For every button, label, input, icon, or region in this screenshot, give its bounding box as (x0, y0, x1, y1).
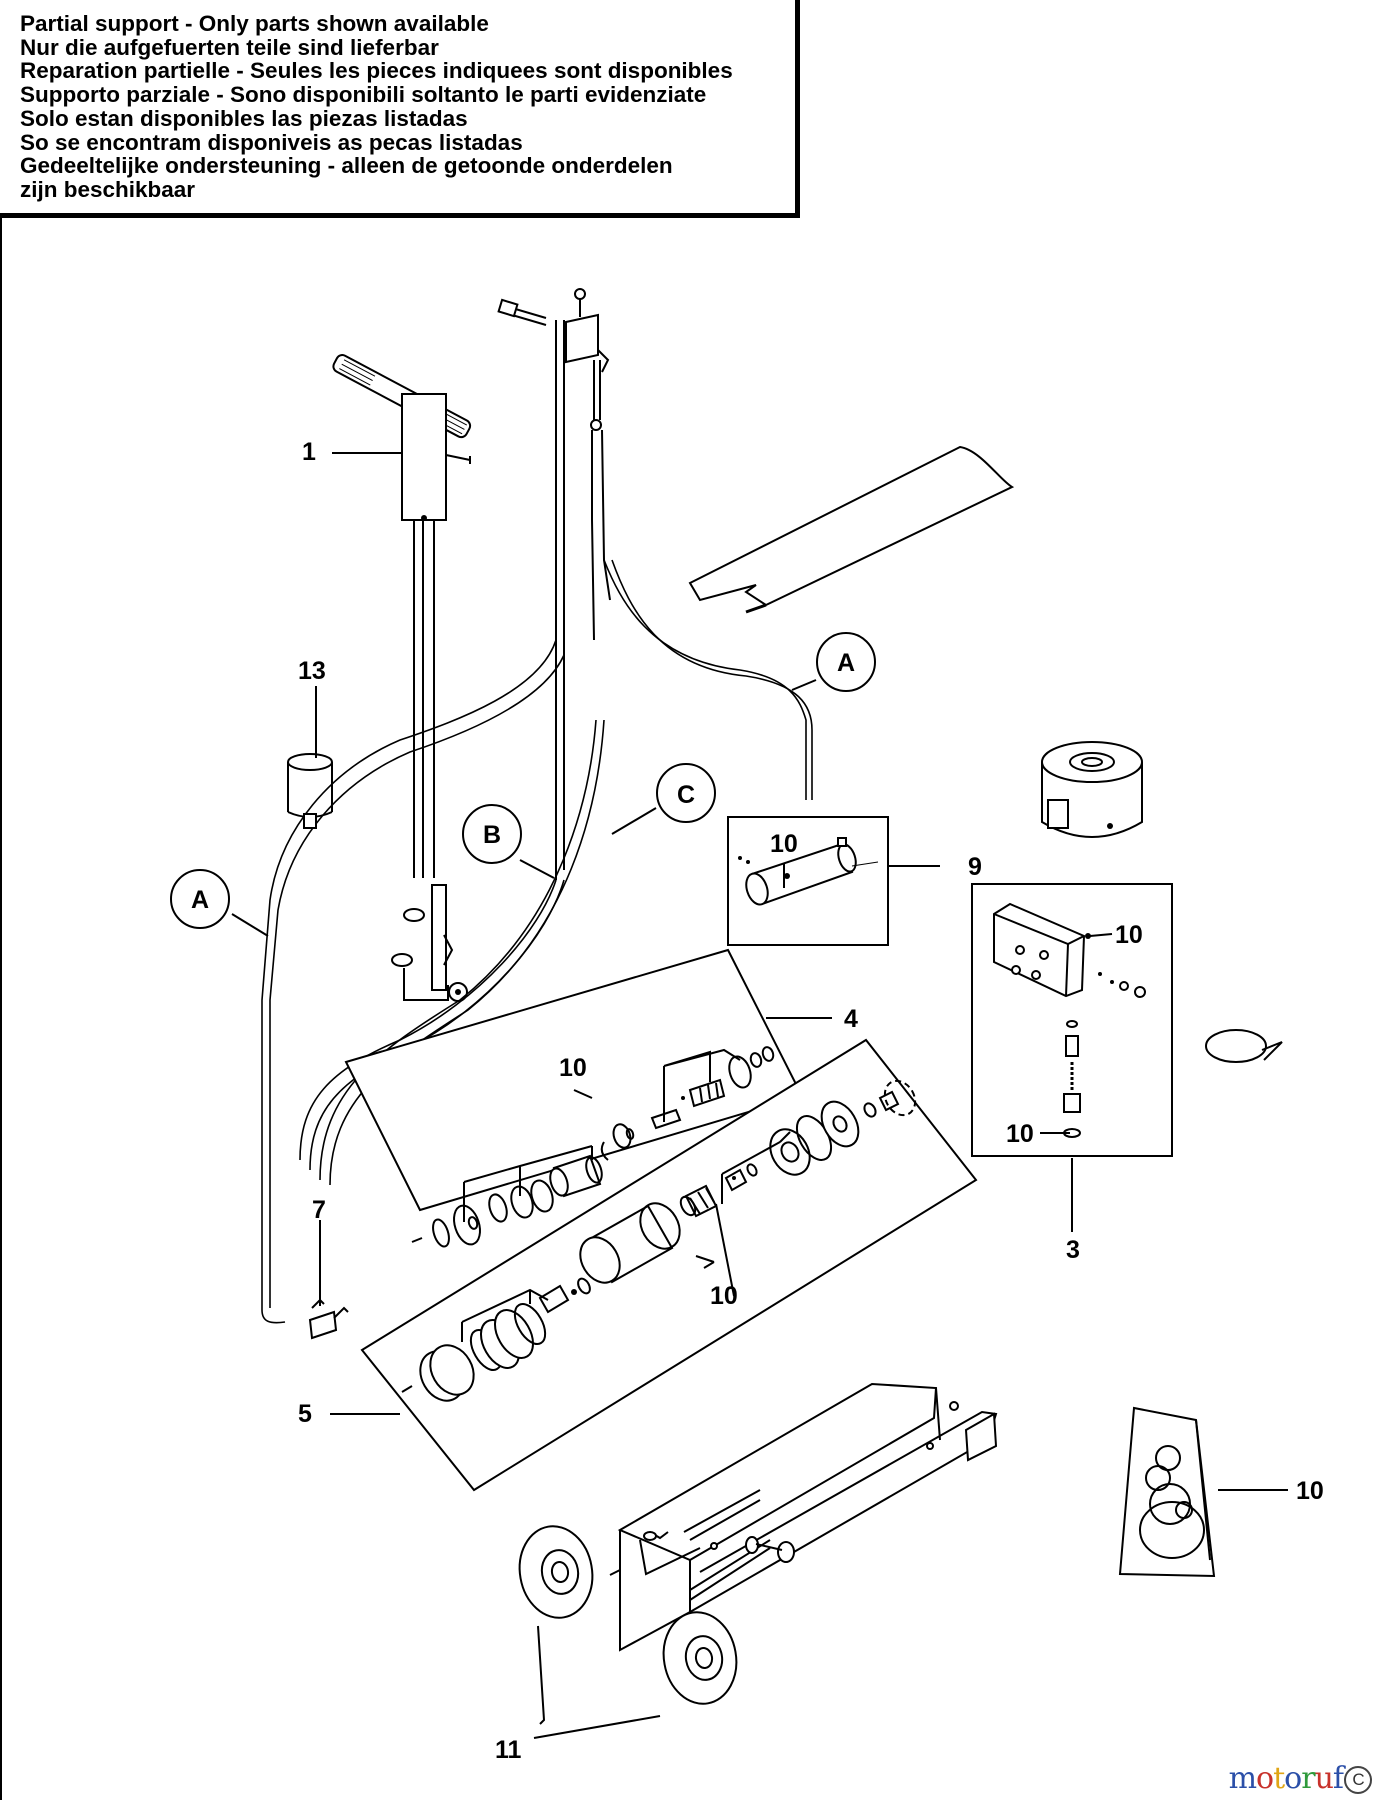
wheels-part-11 (518, 1525, 738, 1705)
callout-9: 9 (968, 853, 982, 881)
callout-10-box3-bottom: 10 (1006, 1120, 1034, 1148)
seal-kit-bag (1118, 1406, 1216, 1578)
callout-c: C (677, 781, 695, 809)
pump-kit-4 (411, 1046, 775, 1248)
copyright-icon: C (1344, 1766, 1372, 1794)
top-plate (688, 445, 1015, 607)
watermark-letter: o (1284, 1761, 1302, 1796)
watermark-letter: r (1301, 1761, 1315, 1796)
notice-line: Gedeeltelijke ondersteuning - alleen de … (20, 153, 673, 179)
reservoir-cylinder (1041, 741, 1143, 838)
filter-part-13 (287, 753, 333, 829)
callout-b: B (483, 821, 501, 849)
retaining-clip (1205, 1029, 1283, 1063)
callout-a-left: A (191, 886, 209, 914)
callout-13: 13 (298, 657, 326, 685)
callout-a-right: A (837, 649, 855, 677)
watermark-letter: f (1332, 1761, 1344, 1796)
notice-line: Partial support - Only parts shown avail… (20, 11, 489, 36)
notice-line: Supporto parziale - Sono disponibili sol… (20, 82, 707, 108)
frame-border (0, 218, 2, 1800)
callout-3: 3 (1066, 1236, 1080, 1264)
handle-assembly (332, 354, 472, 1002)
chassis-frame (609, 1382, 998, 1652)
watermark-letter: o (1256, 1761, 1274, 1796)
watermark-letter: t (1273, 1761, 1285, 1796)
callout-labels: 1 13 A C B A 10 9 10 10 3 4 10 10 7 5 10… (191, 438, 1324, 1764)
callout-10-seals: 10 (1296, 1477, 1324, 1505)
cylinder-kit-5 (401, 1079, 917, 1402)
callout-10-box4: 10 (559, 1054, 587, 1082)
callout-1: 1 (302, 438, 316, 466)
callout-10-box9: 10 (770, 830, 798, 858)
valve-part-7 (308, 1298, 349, 1340)
hose-lines (261, 559, 813, 1324)
notice-line: Solo estan disponibles las piezas listad… (20, 105, 468, 131)
part-9-cylinder (738, 837, 879, 906)
callout-circle-c (656, 763, 716, 823)
callout-10-box3-top: 10 (1115, 921, 1143, 949)
callout-10-box5: 10 (710, 1282, 738, 1310)
watermark-letter: m (1228, 1761, 1257, 1796)
part-5-box (360, 1038, 978, 1492)
notice-line: So se encontram disponiveis as pecas lis… (20, 129, 523, 155)
callout-circle-b (462, 804, 522, 864)
callout-circle-a-left (170, 869, 230, 929)
notice-line: Reparation partielle - Seules les pieces… (20, 58, 733, 84)
control-rod-assembly (497, 288, 611, 880)
partial-support-notice: Partial support - Only parts shown avail… (0, 0, 800, 218)
callout-circle-a-right (816, 632, 876, 692)
leader-lines (231, 452, 1288, 1739)
callout-7: 7 (312, 1196, 326, 1224)
valve-block (993, 902, 1146, 1138)
callout-5: 5 (298, 1400, 312, 1428)
callout-4: 4 (844, 1005, 858, 1033)
callout-11: 11 (495, 1736, 522, 1764)
watermark-letter: u (1314, 1761, 1334, 1796)
notice-line: Nur die aufgefuerten teile sind lieferba… (20, 34, 439, 60)
notice-line: zijn beschikbaar (20, 176, 196, 202)
